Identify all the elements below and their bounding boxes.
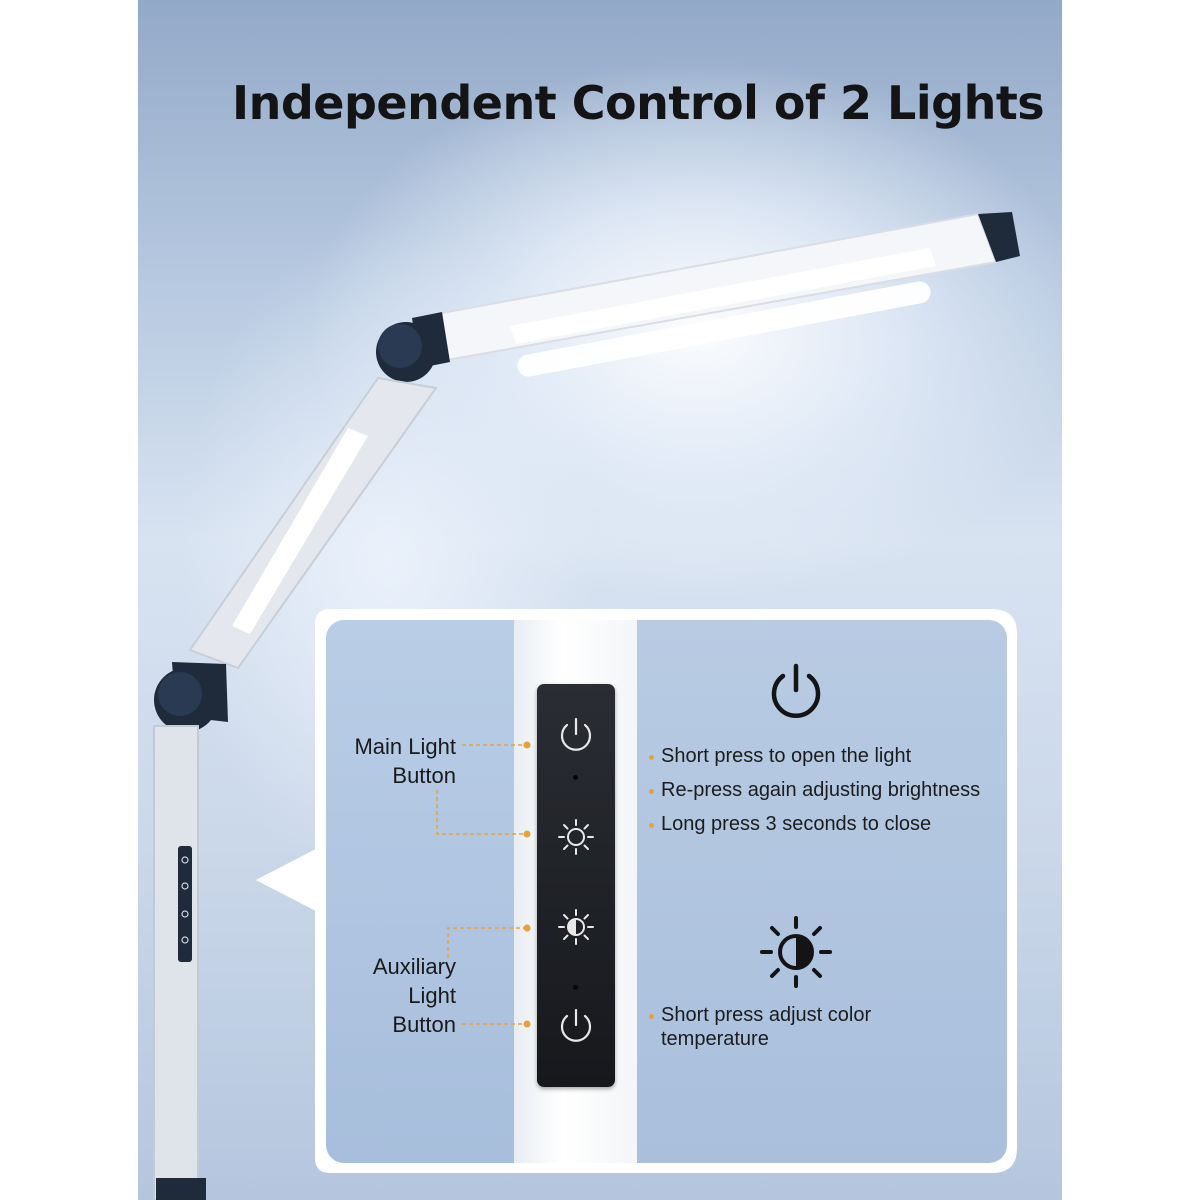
touch-control-pad — [537, 684, 615, 1087]
label-line: Auxiliary — [372, 954, 456, 979]
instruction-text: Short press to open the light — [661, 745, 912, 767]
main-power-icon[interactable] — [556, 715, 596, 755]
main-light-instructions: Short press to open the light Re-press a… — [649, 744, 981, 846]
bullet-dot — [649, 1014, 654, 1019]
instruction-text: temperature — [661, 1028, 769, 1050]
label-line: Button — [392, 763, 456, 788]
auxiliary-light-button-label: Auxiliary Light Button — [326, 952, 456, 1039]
power-icon — [771, 663, 821, 718]
label-line: Main Light — [354, 734, 456, 759]
bullet-dot — [649, 755, 654, 760]
instruction-item: Long press 3 seconds to close — [649, 812, 980, 836]
instruction-text: Long press 3 seconds to close — [661, 813, 932, 835]
label-line: Light — [408, 983, 456, 1008]
instruction-item: Short press to open the light — [649, 744, 980, 768]
brightness-icon[interactable] — [554, 815, 598, 859]
callout-left-panel — [326, 620, 514, 1163]
callout-right-panel — [637, 620, 1007, 1163]
desk-lamp-illustration — [153, 212, 1020, 1200]
color-temperature-icon[interactable] — [554, 905, 598, 949]
instruction-text: Short press adjust color — [661, 1004, 872, 1026]
indicator-dot — [573, 775, 578, 780]
headline-title: Independent Control of 2 Lights — [232, 76, 1045, 130]
instruction-text: Re-press again adjusting brightness — [661, 779, 981, 801]
indicator-dot — [573, 985, 578, 990]
auxiliary-power-icon[interactable] — [556, 1006, 596, 1046]
bullet-dot — [649, 789, 654, 794]
instruction-item: Re-press again adjusting brightness — [649, 778, 981, 802]
main-light-button-label: Main Light Button — [326, 732, 456, 790]
label-line: Button — [392, 1012, 456, 1037]
color-temperature-icon — [760, 916, 832, 988]
bullet-dot — [649, 823, 654, 828]
